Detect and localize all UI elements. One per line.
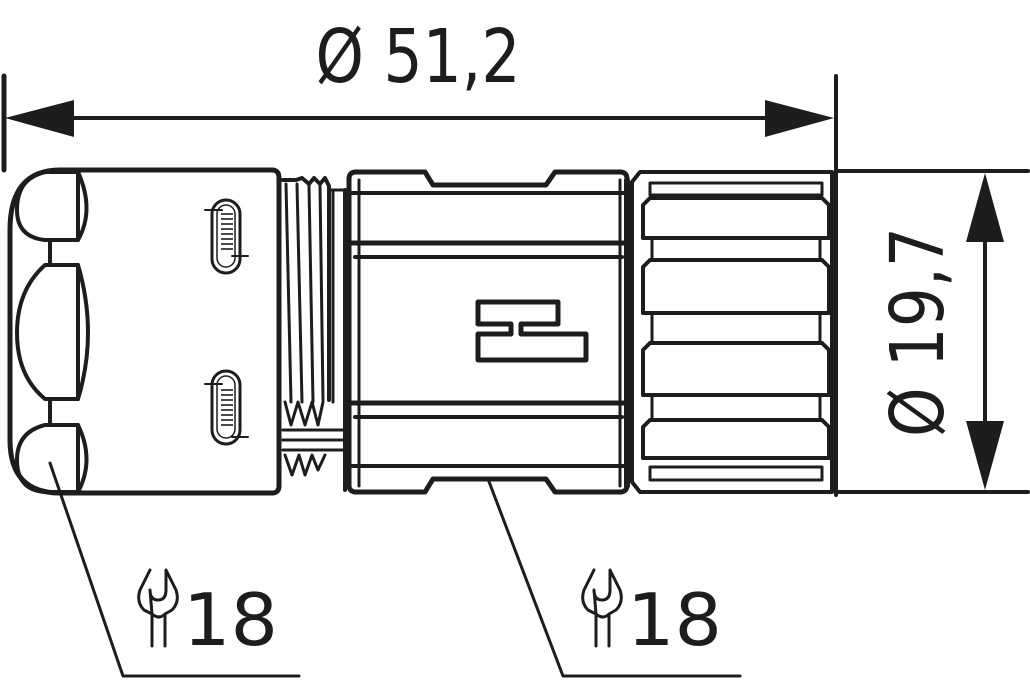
arrowhead-down-icon: [966, 421, 1004, 490]
brand-logo-icon: [475, 299, 589, 363]
grip-slot-bottom: [204, 369, 249, 446]
cable-gland-nut: [7, 167, 282, 496]
length-dimension: Ø 51,2: [1, 14, 838, 497]
diameter-dimension-label: Ø 19,7: [875, 227, 961, 437]
arrowhead-up-icon: [966, 173, 1004, 242]
leader-line-gland: [48, 461, 301, 678]
length-dimension-label: Ø 51,2: [316, 14, 521, 100]
grip-slot-top: [204, 198, 249, 275]
arrowhead-right-icon: [765, 100, 834, 137]
housing-body: [346, 169, 630, 495]
arrowhead-left-icon: [5, 100, 74, 137]
wrench-icon: [137, 568, 179, 648]
wrench-size-label-housing: 18: [627, 578, 722, 662]
coupling-nut: [624, 170, 834, 494]
callout-housing: 18: [486, 477, 742, 678]
callout-gland: 18: [48, 461, 301, 678]
leader-line-housing: [486, 477, 742, 678]
wrench-icon: [581, 568, 623, 648]
thread-section: [281, 176, 347, 492]
diameter-dimension: Ø 19,7: [834, 169, 1030, 494]
wrench-size-label-gland: 18: [183, 578, 278, 662]
